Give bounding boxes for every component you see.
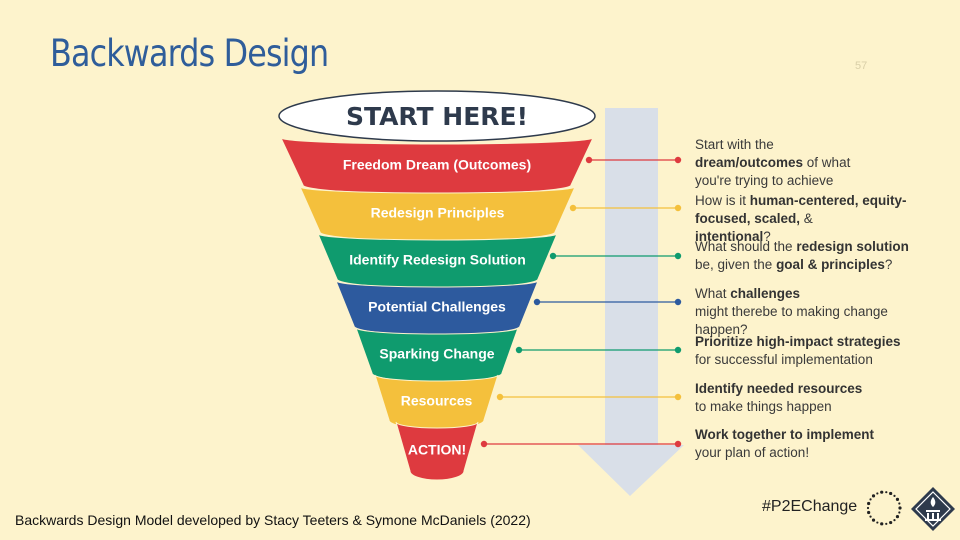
- description-text: ?: [884, 257, 893, 272]
- description-5: Prioritize high-impact strategies for suc…: [695, 333, 935, 369]
- start-here-ellipse: [278, 90, 596, 142]
- funnel-layer-6: Resources: [374, 374, 499, 430]
- dotted-circle-logo-icon: [866, 490, 902, 526]
- description-text: you're trying to achieve: [695, 173, 834, 188]
- funnel-layer-label: Potential Challenges: [368, 299, 506, 315]
- description-3: What should the redesign solution be, giv…: [695, 238, 935, 274]
- connector-line: [585, 156, 682, 164]
- start-here-label: START HERE!: [346, 102, 528, 131]
- description-text: What should the: [695, 239, 797, 254]
- funnel-layer-label: Identify Redesign Solution: [349, 252, 526, 268]
- description-4: What challenges might therebe to making …: [695, 285, 935, 339]
- emblem-logo-icon: [911, 487, 955, 531]
- description-text: Start with the: [695, 137, 774, 152]
- description-7: Work together to implement your plan of a…: [695, 426, 935, 462]
- slide-title: Backwards Design: [50, 32, 329, 75]
- connector-line: [480, 440, 682, 448]
- funnel-layer-label: Redesign Principles: [371, 205, 505, 221]
- funnel-layer-2: Redesign Principles: [299, 186, 576, 242]
- connector-line: [533, 298, 682, 306]
- description-emphasis: human-centered, equity-: [749, 193, 907, 208]
- funnel-layer-7: ACTION!: [395, 421, 479, 481]
- description-6: Identify needed resources to make things …: [695, 380, 935, 416]
- funnel-layer-1: Freedom Dream (Outcomes): [280, 137, 594, 195]
- description-text: be to making change happen?: [695, 304, 888, 337]
- description-text: ?: [763, 229, 771, 244]
- description-emphasis: Work together to implement: [695, 427, 875, 442]
- description-emphasis: dream/outcomes: [695, 155, 804, 170]
- description-emphasis: redesign solution: [796, 239, 909, 254]
- funnel-layer-label: Freedom Dream (Outcomes): [343, 157, 531, 173]
- description-emphasis: goal & principles: [776, 257, 885, 272]
- funnel-layer-3: Identify Redesign Solution: [317, 233, 558, 289]
- description-text: How is it: [695, 193, 750, 208]
- connector-line: [569, 204, 682, 212]
- description-emphasis: focused, scaled,: [695, 211, 801, 226]
- funnel-layer-4: Potential Challenges: [335, 280, 539, 336]
- description-emphasis: intentional: [695, 229, 764, 244]
- description-text: for successful implementation: [695, 352, 873, 367]
- funnel-layer-label: ACTION!: [408, 442, 466, 458]
- description-emphasis: challenges: [730, 286, 801, 301]
- description-text: What: [695, 286, 731, 301]
- connector-line: [549, 252, 682, 260]
- hashtag: #P2EChange: [762, 498, 858, 515]
- slide-number: 57: [855, 60, 868, 72]
- description-text: be, given the: [695, 257, 777, 272]
- description-text: of what: [803, 155, 851, 170]
- connector-line: [496, 393, 682, 401]
- description-1: Start with the dream/outcomes of what you'…: [695, 136, 935, 190]
- description-2: How is it human-centered, equity-focused…: [695, 192, 935, 246]
- description-text: &: [800, 211, 813, 226]
- funnel-layer-5: Sparking Change: [355, 327, 519, 383]
- description-text: to make things happen: [695, 399, 832, 414]
- description-emphasis: Identify needed resources: [695, 381, 863, 396]
- funnel-layer-label: Resources: [401, 393, 473, 409]
- funnel-layer-label: Sparking Change: [379, 346, 494, 362]
- description-text: might there: [695, 304, 763, 319]
- description-emphasis: Prioritize high-impact strategies: [695, 334, 901, 349]
- connector-line: [515, 346, 682, 354]
- footer-credit: Backwards Design Model developed by Stac…: [15, 512, 531, 528]
- description-text: your plan of action!: [695, 445, 810, 460]
